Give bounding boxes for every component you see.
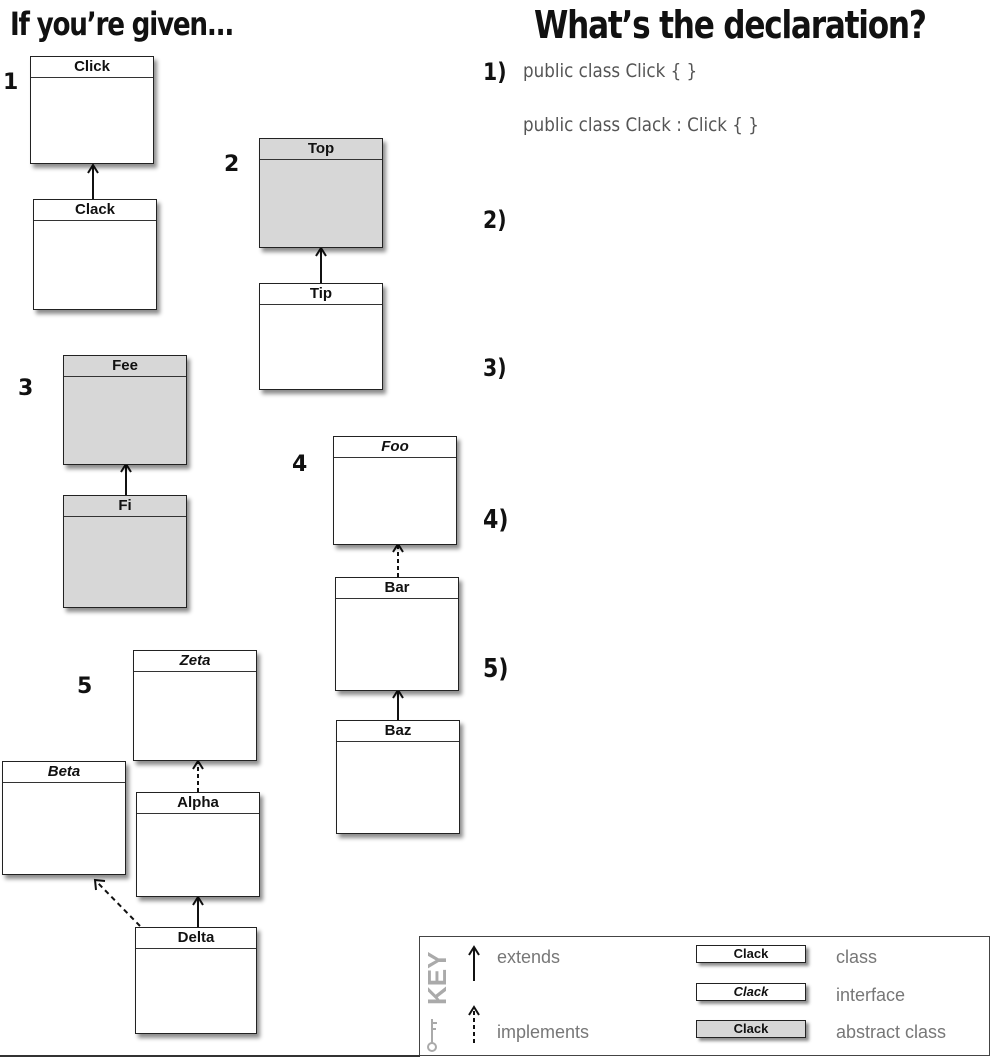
class-click: Click bbox=[30, 56, 154, 164]
diagram-number-3: 3 bbox=[18, 376, 34, 401]
class-baz: Baz bbox=[336, 720, 460, 834]
class-alpha: Alpha bbox=[136, 792, 260, 897]
legend-class-label: class bbox=[836, 947, 878, 967]
answer-1-line-2: public class Clack : Click { } bbox=[523, 114, 759, 136]
right-heading: What’s the declaration? bbox=[534, 3, 927, 47]
class-delta: Delta bbox=[135, 927, 257, 1034]
class-baz-name: Baz bbox=[337, 721, 459, 742]
class-fee: Fee bbox=[63, 355, 187, 465]
svg-text:KEY: KEY bbox=[422, 952, 452, 1005]
class-tip-name: Tip bbox=[260, 284, 382, 305]
answer-label-1: 1) bbox=[483, 58, 507, 86]
diagram-number-5: 5 bbox=[77, 674, 93, 699]
class-bar-name: Bar bbox=[336, 578, 458, 599]
legend-class-swatch: Clack bbox=[696, 945, 806, 963]
class-tip: Tip bbox=[259, 283, 383, 390]
class-clack: Clack bbox=[33, 199, 157, 310]
diagram-number-1: 1 bbox=[3, 70, 19, 95]
diagram-number-2: 2 bbox=[224, 152, 240, 177]
class-top: Top bbox=[259, 138, 383, 248]
class-alpha-name: Alpha bbox=[137, 793, 259, 814]
key-icon bbox=[427, 1019, 437, 1052]
interface-beta: Beta bbox=[2, 761, 126, 875]
answer-label-2: 2) bbox=[483, 206, 507, 234]
legend-abstract-swatch: Clack bbox=[696, 1020, 806, 1038]
class-fee-name: Fee bbox=[64, 356, 186, 377]
extends-arrow-icon bbox=[468, 945, 480, 981]
page-bottom-rule bbox=[0, 1055, 420, 1057]
implements-arrow-icon bbox=[468, 1005, 480, 1043]
diagram-number-4: 4 bbox=[292, 452, 308, 477]
answer-label-5: 5) bbox=[483, 654, 509, 684]
class-click-name: Click bbox=[31, 57, 153, 78]
interface-beta-name: Beta bbox=[3, 762, 125, 783]
class-clack-name: Clack bbox=[34, 200, 156, 221]
answer-1-line-1: public class Click { } bbox=[523, 60, 698, 82]
legend-interface-swatch: Clack bbox=[696, 983, 806, 1001]
key-title: KEY bbox=[422, 952, 452, 1005]
interface-foo: Foo bbox=[333, 436, 457, 545]
interface-zeta-name: Zeta bbox=[134, 651, 256, 672]
legend-extends-label: extends bbox=[497, 947, 561, 967]
answer-label-4: 4) bbox=[483, 505, 509, 535]
class-fi-name: Fi bbox=[64, 496, 186, 517]
legend-interface-label: interface bbox=[836, 985, 906, 1005]
left-heading: If you’re given... bbox=[10, 5, 234, 43]
implements-arrow-delta-beta bbox=[95, 880, 141, 927]
legend-implements-label: implements bbox=[497, 1022, 590, 1042]
interface-foo-name: Foo bbox=[334, 437, 456, 458]
legend-abstract-label: abstract class bbox=[836, 1022, 947, 1042]
answer-label-3: 3) bbox=[483, 354, 507, 382]
legend-key: KEY extends implements Clack class Clack… bbox=[419, 936, 990, 1056]
interface-zeta: Zeta bbox=[133, 650, 257, 761]
class-fi: Fi bbox=[63, 495, 187, 608]
class-delta-name: Delta bbox=[136, 928, 256, 949]
class-bar: Bar bbox=[335, 577, 459, 691]
class-top-name: Top bbox=[260, 139, 382, 160]
